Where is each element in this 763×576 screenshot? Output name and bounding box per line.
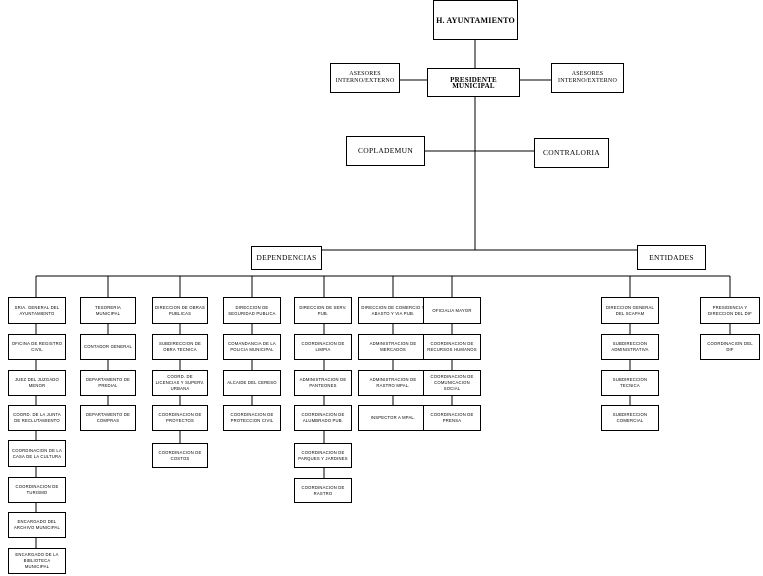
advisors-left-box: ASESORES INTERNO/EXTERNO <box>330 63 400 93</box>
entity-unit-box: SUBDIRECCION TECNICA <box>601 370 659 396</box>
dept-unit-box: ALCAIDE DEL CERESO <box>223 370 281 396</box>
dept-unit-box: DEPARTAMENTO DE COMPRAS <box>80 405 136 431</box>
dept-unit-box: OFICINA DE REGISTRO CIVIL <box>8 334 66 360</box>
dept-unit-box: COORDINACION DE PROYECTOS <box>152 405 208 431</box>
dept-head-oficialia-mayor: OFICIALIA MAYOR <box>423 297 481 324</box>
coplademun-box: COPLADEMUN <box>346 136 425 166</box>
entity-unit-box: SUBDIRECCION COMERCIAL <box>601 405 659 431</box>
dept-head-secretaria: SRIA. GENERAL DEL AYUNTAMIENTO <box>8 297 66 324</box>
dept-unit-box: COORDINACION DE RASTRO <box>294 478 352 503</box>
entity-head-scapam: DIRECCION GENERAL DEL SCAPAM <box>601 297 659 324</box>
dept-unit-box: COORDINACION DE ALUMBRADO PUB. <box>294 405 352 431</box>
ayuntamiento-box: H. AYUNTAMIENTO <box>433 0 518 40</box>
dept-head-obras-publicas: DIRECCION DE OBRAS PUBLICAS <box>152 297 208 324</box>
dept-unit-box: COORD. DE LA JUNTA DE RECLUTAMIENTO <box>8 405 66 431</box>
dept-unit-box: COORDINACION DE RECURSOS HUMANOS <box>423 334 481 360</box>
dept-unit-box: DEPARTAMENTO DE PREDIAL <box>80 370 136 396</box>
dept-unit-box: SUBDIRECCION DE OBRA TECNICA <box>152 334 208 360</box>
dept-unit-box: COORDINACION DE LA CASA DE LA CULTURA <box>8 440 66 467</box>
dept-unit-box: INSPECTOR A MPAL. <box>358 405 428 431</box>
dept-unit-box: COORDINACION DE PARQUES Y JARDINES <box>294 443 352 468</box>
dept-head-tesoreria: TESORERIA MUNICIPAL <box>80 297 136 324</box>
dept-unit-box: ADMINISTRACION DE MERCADOS <box>358 334 428 360</box>
dept-unit-box: ADMINISTRACION DE PANTEONES <box>294 370 352 396</box>
dept-unit-box: COORDINACION DE PRENSA <box>423 405 481 431</box>
entity-unit-box: COORDINACION DEL DIF <box>700 334 760 360</box>
dept-unit-box: COORD. DE LICENCIAS Y SUPERV. URBANA <box>152 370 208 396</box>
dept-unit-box: COORDINACION DE COSTOS <box>152 443 208 468</box>
dept-unit-box: ENCARGADO DE LA BIBLIOTECA MUNICIPAL <box>8 548 66 574</box>
dept-unit-box: ADMINISTRACION DE RASTRO MPAL. <box>358 370 428 396</box>
entidades-box: ENTIDADES <box>637 245 706 270</box>
advisors-right-box: ASESORES INTERNO/EXTERNO <box>551 63 624 93</box>
dept-unit-box: COORDINACION DE TURISMO <box>8 477 66 503</box>
entity-unit-box: SUBDIRECCION ADMINISTRATIVA <box>601 334 659 360</box>
dept-head-servicios-publicos: DIRECCION DE SERV. PUB. <box>294 297 352 324</box>
dept-unit-box: JUEZ DEL JUZGADO MENOR <box>8 370 66 396</box>
dept-head-comercio-abasto: DIRECCION DE COMERCIO Y ABASTO Y VIA PUB… <box>358 297 428 324</box>
dependencias-box: DEPENDENCIAS <box>251 246 322 270</box>
dept-unit-box: COMANDANCIA DE LA POLICIA MUNICIPAL <box>223 334 281 360</box>
president-box: PRESIDENTE MUNICIPAL <box>427 68 520 97</box>
dept-unit-box: COORDINACION DE LIMPIA <box>294 334 352 360</box>
dept-unit-box: CONTADOR GENERAL <box>80 334 136 360</box>
dept-unit-box: ENCARGADO DEL ARCHIVO MUNICIPAL <box>8 512 66 538</box>
dept-unit-box: COORDINACION DE PROTECCION CIVIL <box>223 405 281 431</box>
contraloria-box: CONTRALORIA <box>534 138 609 168</box>
dept-unit-box: COORDINACION DE COMUNICACION SOCIAL <box>423 370 481 396</box>
dept-head-seguridad-publica: DIRECCION DE SEGURIDAD PUBLICA <box>223 297 281 324</box>
entity-head-dif: PRESIDENCIA Y DIRECCION DEL DIF <box>700 297 760 324</box>
